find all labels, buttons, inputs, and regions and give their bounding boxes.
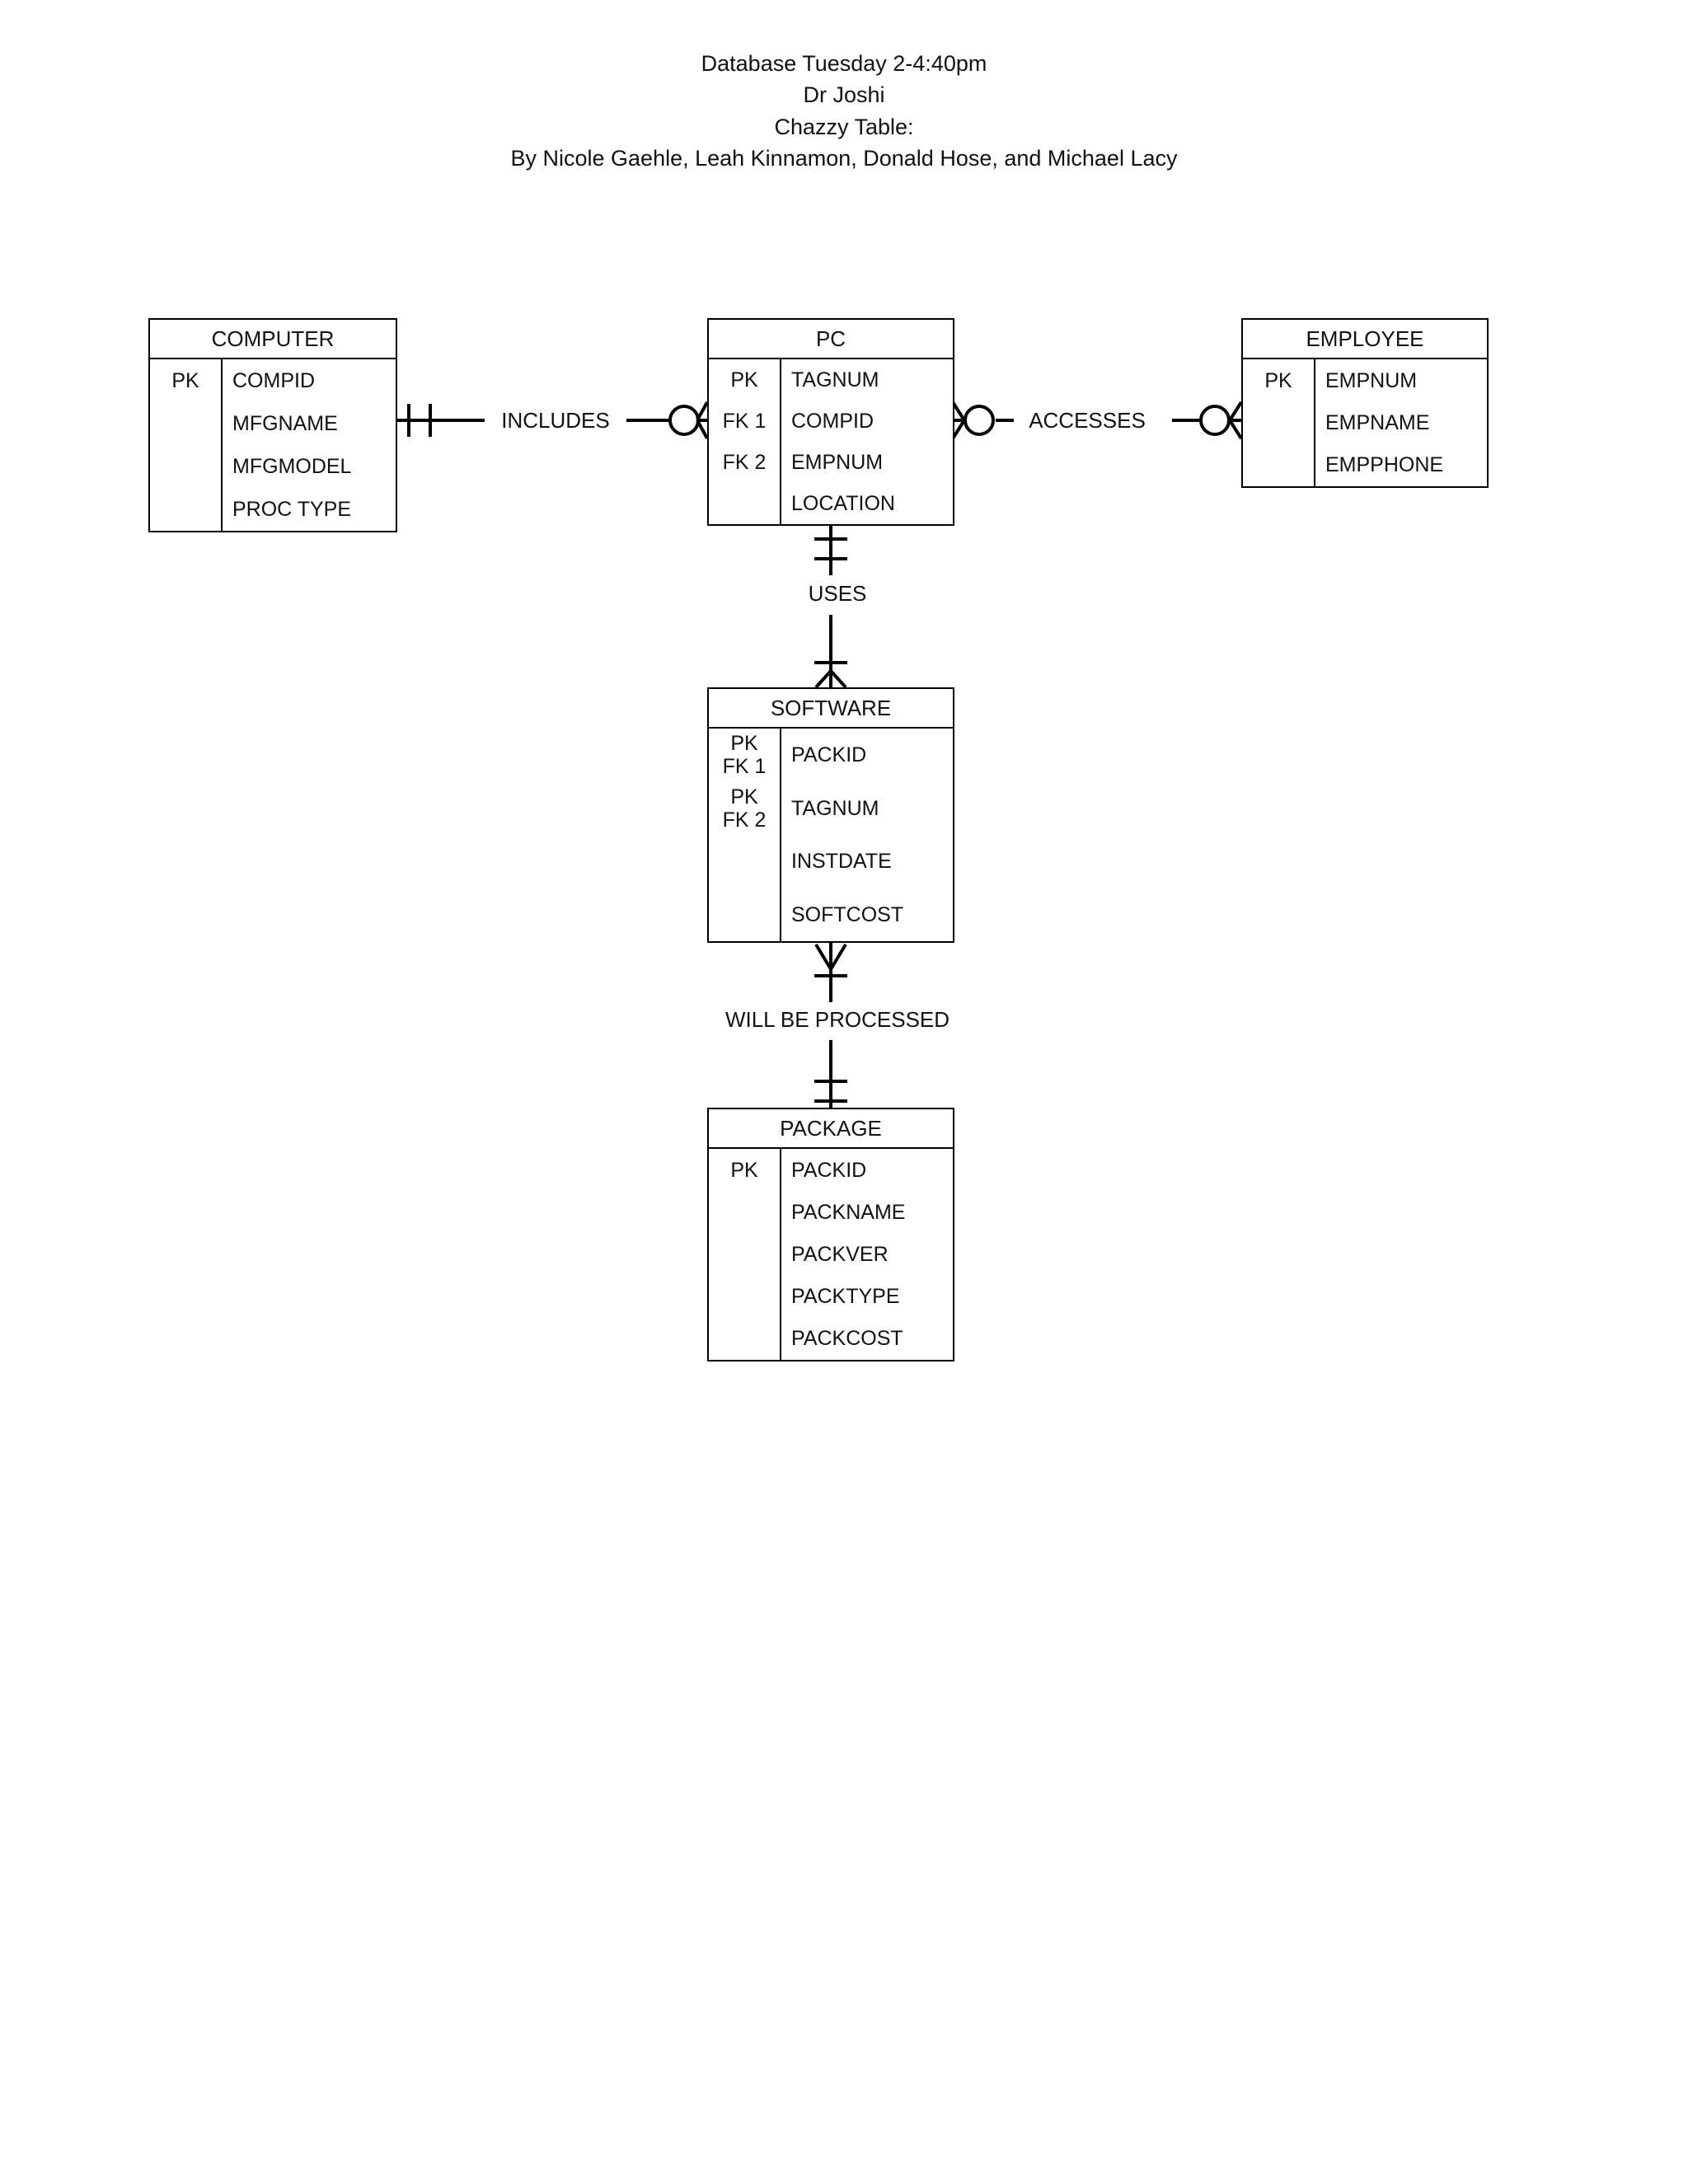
attribute-cell: PROC TYPE <box>232 498 352 521</box>
key-cell <box>709 1191 780 1233</box>
key-column-package: PK <box>709 1149 781 1360</box>
entity-computer[interactable]: COMPUTER PK COMPID MFGNAME MFGMODEL PROC… <box>148 318 397 532</box>
title-line-4: By Nicole Gaehle, Leah Kinnamon, Donald … <box>510 145 1178 171</box>
relationship-label-includes: INCLUDES <box>485 408 626 434</box>
key-cell: PK FK 1 <box>722 732 767 779</box>
entity-body-computer: PK COMPID MFGNAME MFGMODEL PROC TYPE <box>150 359 396 531</box>
entity-title-pc: PC <box>709 320 953 359</box>
entity-title-software: SOFTWARE <box>709 689 953 729</box>
attribute-cell: PACKVER <box>791 1242 889 1266</box>
attribute-cell: MFGMODEL <box>232 455 352 478</box>
attribute-cell: PACKID <box>791 743 867 767</box>
key-column-pc: PK FK 1 FK 2 <box>709 359 781 524</box>
relationship-connector-will-be-processed <box>814 943 847 1119</box>
key-cell <box>150 402 221 445</box>
attribute-cell: PACKID <box>791 1158 867 1182</box>
attribute-cell: PACKTYPE <box>791 1285 900 1309</box>
key-cell: FK 1 <box>722 410 767 433</box>
key-column-employee: PK <box>1243 359 1315 486</box>
entity-body-package: PK PACKID PACKNAME PACKVER PACKTYPE PACK… <box>709 1149 953 1360</box>
key-cell <box>1243 401 1314 443</box>
key-cell <box>709 1318 780 1360</box>
attribute-cell: COMPID <box>791 410 874 433</box>
entity-employee[interactable]: EMPLOYEE PK EMPNUM EMPNAME EMPPHONE <box>1241 318 1489 488</box>
attribute-cell: MFGNAME <box>232 412 338 435</box>
key-cell <box>1243 444 1314 486</box>
relationship-connector-accesses <box>951 401 1243 440</box>
attribute-column-employee: EMPNUM EMPNAME EMPPHONE <box>1315 359 1487 486</box>
key-cell: PK <box>1264 368 1292 392</box>
entity-pc[interactable]: PC PK FK 1 FK 2 TAGNUM COMPID EMPNUM LOC… <box>707 318 954 526</box>
title-line-3: Chazzy Table: <box>774 114 914 139</box>
attribute-cell: EMPPHONE <box>1325 453 1444 477</box>
entity-title-employee: EMPLOYEE <box>1243 320 1487 359</box>
attribute-cell: TAGNUM <box>791 796 879 820</box>
key-cell: PK <box>171 369 199 392</box>
key-cell <box>150 488 221 531</box>
entity-software[interactable]: SOFTWARE PK FK 1 PK FK 2 PACKID TAGNUM I… <box>707 687 954 943</box>
attribute-cell: PACKCOST <box>791 1327 903 1351</box>
key-cell <box>709 888 780 942</box>
attribute-cell: COMPID <box>232 369 315 392</box>
attribute-cell: INSTDATE <box>791 850 892 874</box>
attribute-cell: PACKNAME <box>791 1200 906 1224</box>
entity-body-pc: PK FK 1 FK 2 TAGNUM COMPID EMPNUM LOCATI… <box>709 359 953 524</box>
relationship-connector-uses <box>814 524 847 689</box>
key-cell <box>709 1276 780 1318</box>
relationship-label-will-be-processed: WILL BE PROCESSED <box>691 1007 984 1033</box>
key-cell: PK <box>730 368 758 391</box>
key-cell <box>709 835 780 888</box>
attribute-cell: EMPNAME <box>1325 410 1430 434</box>
attribute-cell: LOCATION <box>791 492 895 515</box>
attribute-column-software: PACKID TAGNUM INSTDATE SOFTCOST <box>781 729 953 941</box>
key-cell: PK <box>730 1158 758 1182</box>
entity-title-computer: COMPUTER <box>150 320 396 359</box>
attribute-column-computer: COMPID MFGNAME MFGMODEL PROC TYPE <box>223 359 396 531</box>
entity-body-employee: PK EMPNUM EMPNAME EMPPHONE <box>1243 359 1487 486</box>
key-cell <box>709 1233 780 1275</box>
key-cell: FK 2 <box>722 451 767 474</box>
entity-title-package: PACKAGE <box>709 1109 953 1149</box>
attribute-cell: TAGNUM <box>791 368 879 391</box>
relationship-label-uses: USES <box>773 581 902 607</box>
attribute-cell: EMPNUM <box>791 451 884 474</box>
key-column-computer: PK <box>150 359 223 531</box>
entity-body-software: PK FK 1 PK FK 2 PACKID TAGNUM INSTDATE S… <box>709 729 953 941</box>
attribute-cell: SOFTCOST <box>791 902 904 926</box>
attribute-cell: EMPNUM <box>1325 368 1418 392</box>
entity-package[interactable]: PACKAGE PK PACKID PACKNAME PACKVER PACKT… <box>707 1108 954 1361</box>
attribute-column-pc: TAGNUM COMPID EMPNUM LOCATION <box>781 359 953 524</box>
title-line-2: Dr Joshi <box>803 82 885 108</box>
key-cell <box>150 445 221 488</box>
title-block: Database Tuesday 2-4:40pm Dr Joshi Chazz… <box>0 48 1688 174</box>
title-line-1: Database Tuesday 2-4:40pm <box>701 51 987 76</box>
key-cell <box>709 483 780 524</box>
key-cell: PK FK 2 <box>722 785 767 832</box>
key-column-software: PK FK 1 PK FK 2 <box>709 729 781 941</box>
attribute-column-package: PACKID PACKNAME PACKVER PACKTYPE PACKCOS… <box>781 1149 953 1360</box>
relationship-label-accesses: ACCESSES <box>1014 408 1160 434</box>
